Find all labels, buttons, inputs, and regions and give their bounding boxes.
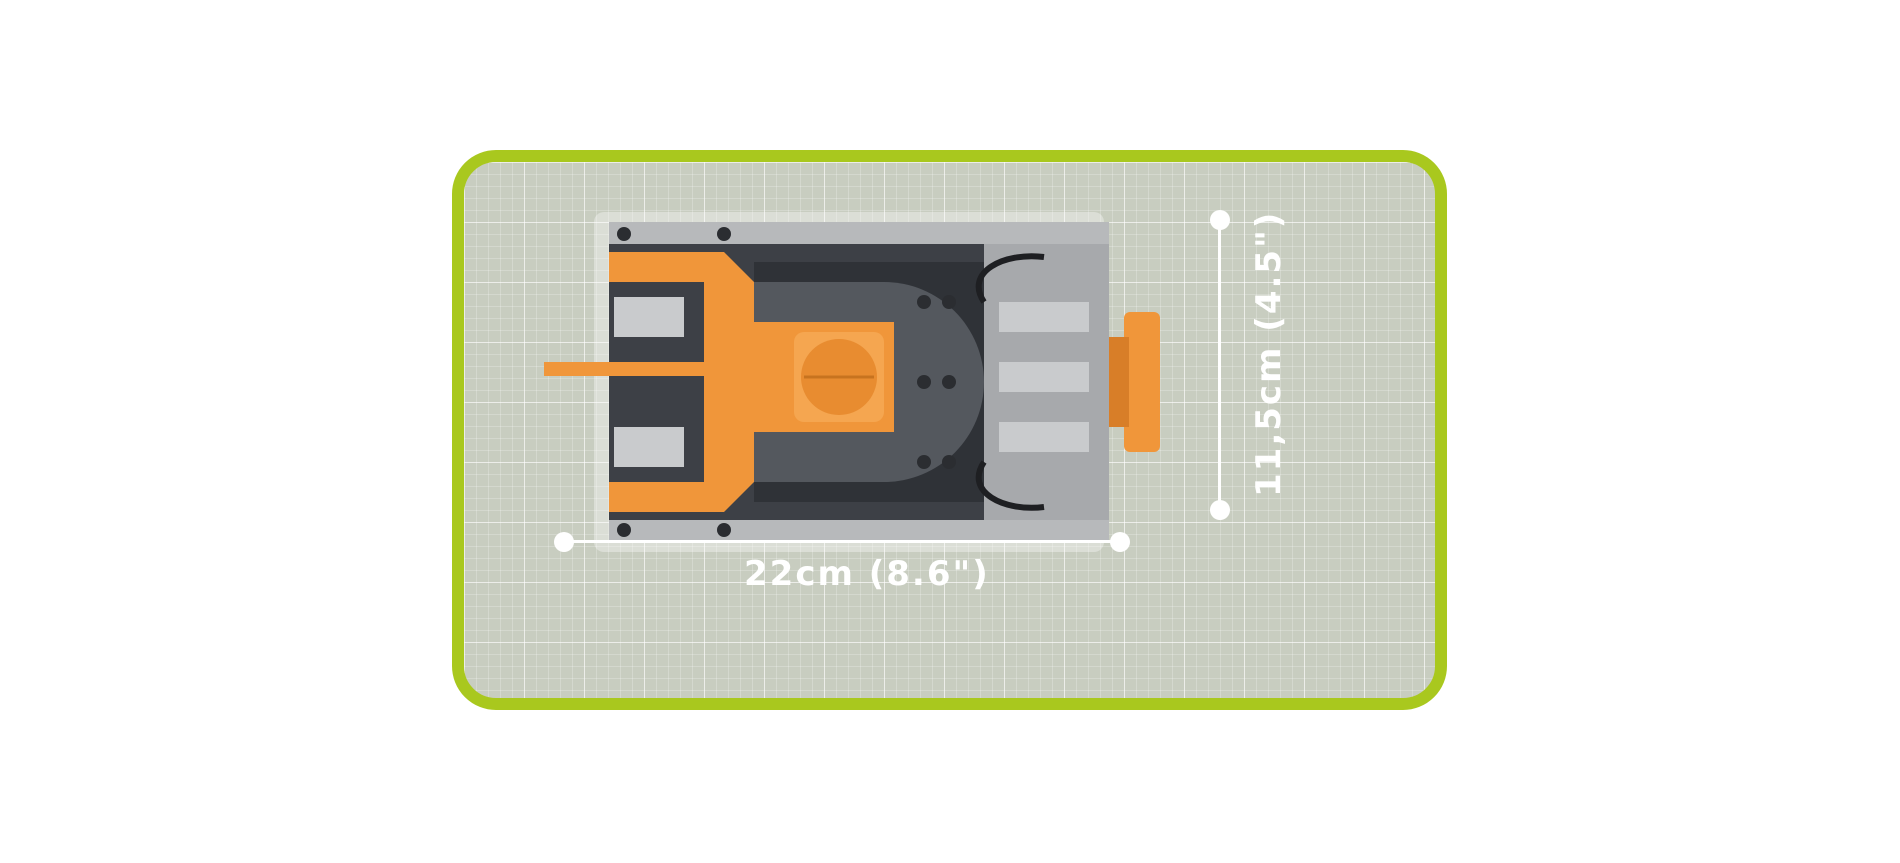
width-label: 11,5cm (4.5") <box>1249 210 1289 497</box>
width-line <box>1218 220 1221 510</box>
length-line <box>564 540 1120 543</box>
width-end-dot <box>1210 500 1230 520</box>
product-card: 22cm (8.6") 11,5cm (4.5") <box>452 150 1447 710</box>
length-label: 22cm (8.6") <box>744 554 990 594</box>
tank-model-icon <box>544 212 1160 552</box>
length-end-dot <box>1110 532 1130 552</box>
